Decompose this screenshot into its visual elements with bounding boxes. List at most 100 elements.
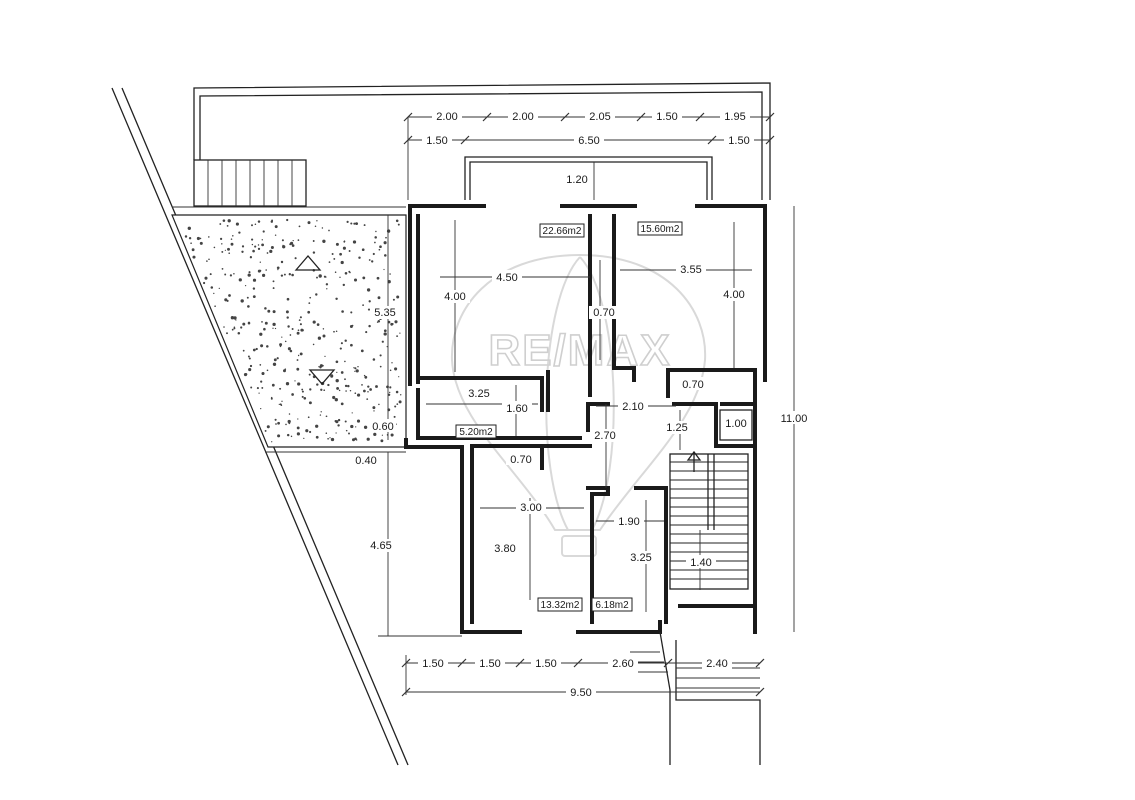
dim-living-depth: 4.00 (440, 290, 470, 303)
dim-yard: 4.65 (366, 539, 396, 552)
svg-text:13.32m2: 13.32m2 (541, 600, 580, 611)
dim-bottom-total: 9.50 (566, 685, 596, 699)
dim-top-1: 2.00 (432, 110, 462, 123)
svg-text:2.40: 2.40 (706, 658, 727, 670)
watermark-logo-text: RE/MAX (488, 326, 671, 375)
svg-text:4.00: 4.00 (444, 291, 465, 303)
svg-text:2.00: 2.00 (512, 111, 533, 123)
area-bedroom-bottom: 13.32m2 (537, 597, 583, 612)
dim-stair-width: 1.40 (686, 555, 716, 569)
svg-text:15.60m2: 15.60m2 (641, 224, 680, 235)
dim-bedroom-bottom-width: 3.00 (516, 501, 546, 514)
dim-top2-2: 6.50 (574, 133, 604, 147)
area-living: 22.66m2 (539, 223, 585, 238)
svg-text:3.25: 3.25 (468, 388, 489, 400)
level-marker-up (294, 255, 322, 271)
svg-text:22.66m2: 22.66m2 (543, 226, 582, 237)
dim-top-5: 1.95 (720, 110, 750, 123)
dim-small-room-width: 1.90 (614, 514, 644, 528)
svg-text:4.65: 4.65 (370, 540, 391, 552)
dim-hall-width: 2.10 (618, 399, 648, 413)
dim-closet: 0.70 (506, 452, 536, 466)
dim-small-room-depth: 3.25 (626, 551, 656, 564)
svg-text:1.50: 1.50 (656, 111, 677, 123)
dim-living-width: 4.50 (492, 270, 522, 284)
gravel-garden (171, 206, 407, 453)
svg-text:3.80: 3.80 (494, 543, 515, 555)
room-area-labels: 22.66m2 15.60m2 5.20m2 13.32m2 6.18m2 (455, 221, 683, 612)
svg-text:1.90: 1.90 (618, 516, 639, 528)
dim-stair-landing: 1.25 (662, 421, 692, 434)
dim-top-2: 2.00 (508, 110, 538, 123)
dim-total-depth: 11.00 (776, 411, 812, 425)
dim-bedroom-bottom-depth: 3.80 (490, 541, 520, 555)
svg-text:2.00: 2.00 (436, 111, 457, 123)
dim-bottom-4: 2.60 (608, 656, 638, 670)
svg-text:6.50: 6.50 (578, 135, 599, 147)
area-small-room: 6.18m2 (591, 597, 633, 612)
walls (404, 204, 767, 634)
dim-top2-3: 1.50 (724, 133, 754, 147)
svg-text:1.25: 1.25 (666, 422, 687, 434)
svg-text:1.50: 1.50 (535, 658, 556, 670)
svg-text:1.00: 1.00 (725, 418, 746, 430)
level-marker-down (308, 369, 336, 385)
svg-text:1.95: 1.95 (724, 111, 745, 123)
svg-text:2.05: 2.05 (589, 111, 610, 123)
svg-text:0.60: 0.60 (372, 421, 393, 433)
svg-text:1.50: 1.50 (422, 658, 443, 670)
exterior-steps (378, 631, 761, 765)
area-bedroom-right: 15.60m2 (637, 221, 683, 236)
svg-text:1.40: 1.40 (690, 557, 711, 569)
svg-text:1.50: 1.50 (479, 658, 500, 670)
dim-hall-depth: 2.70 (590, 429, 620, 442)
svg-text:4.00: 4.00 (723, 289, 744, 301)
svg-text:2.10: 2.10 (622, 401, 643, 413)
dim-top-3: 2.05 (585, 110, 615, 123)
dim-garden: 5.35 (370, 306, 400, 319)
svg-text:6.18m2: 6.18m2 (595, 600, 629, 611)
svg-text:0.70: 0.70 (682, 379, 703, 391)
terrace (193, 82, 771, 207)
svg-text:0.70: 0.70 (510, 454, 531, 466)
dim-lift: 1.00 (722, 417, 750, 430)
svg-text:5.20m2: 5.20m2 (459, 427, 493, 438)
dim-bottom-2: 1.50 (475, 656, 505, 670)
dim-bath-depth: 1.60 (502, 401, 532, 415)
dim-bottom-5: 2.40 (702, 656, 732, 670)
svg-text:1.60: 1.60 (506, 403, 527, 415)
svg-text:1.20: 1.20 (566, 174, 587, 186)
svg-text:9.50: 9.50 (570, 687, 591, 699)
dimension-ticks (401, 112, 775, 697)
svg-text:3.55: 3.55 (680, 264, 701, 276)
dim-bedroom-right-depth: 4.00 (719, 288, 749, 301)
svg-text:1.50: 1.50 (426, 135, 447, 147)
svg-text:2.60: 2.60 (612, 658, 633, 670)
dim-wall-a: 0.60 (370, 419, 396, 433)
svg-text:11.00: 11.00 (781, 413, 808, 425)
dim-bedroom-right-width: 3.55 (676, 263, 706, 276)
dimension-labels: 2.00 2.00 2.05 1.50 1.95 1.50 6.50 1.50 … (352, 110, 812, 699)
dim-balcony: 1.20 (562, 172, 592, 186)
dim-top2-1: 1.50 (422, 133, 452, 147)
terrace-steps (207, 160, 293, 206)
dim-wall-b: 0.40 (352, 453, 380, 467)
lift-shaft (719, 409, 753, 441)
staircase (669, 450, 749, 590)
svg-text:1.50: 1.50 (728, 135, 749, 147)
dim-top-4: 1.50 (652, 110, 682, 123)
svg-text:5.35: 5.35 (374, 307, 395, 319)
dim-bottom-3: 1.50 (531, 656, 561, 670)
dim-niche: 0.70 (678, 377, 708, 391)
svg-text:3.00: 3.00 (520, 502, 541, 514)
watermark: RE/MAX (450, 253, 707, 557)
area-bath: 5.20m2 (455, 424, 497, 439)
svg-text:0.40: 0.40 (355, 455, 376, 467)
svg-text:4.50: 4.50 (496, 272, 517, 284)
dim-hall-small: 0.70 (589, 306, 619, 319)
dim-bottom-1: 1.50 (418, 656, 448, 670)
svg-text:0.70: 0.70 (593, 307, 614, 319)
dim-bath-width: 3.25 (464, 387, 494, 400)
svg-text:3.25: 3.25 (630, 552, 651, 564)
